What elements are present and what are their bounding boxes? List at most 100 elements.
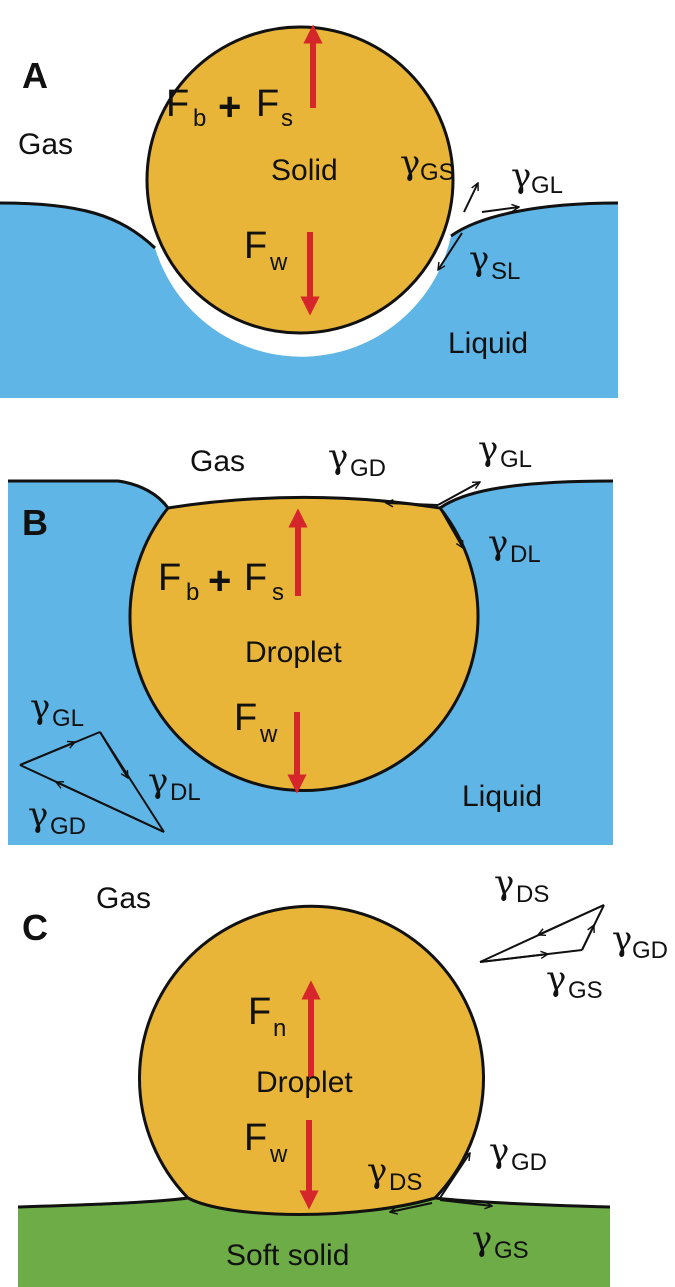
svg-text:GS: GS — [420, 159, 455, 186]
svg-text:b: b — [193, 105, 206, 132]
force-down-label: F w — [244, 225, 288, 276]
svg-text:γ: γ — [546, 959, 566, 999]
gamma-ds-label: γ DS — [367, 1151, 422, 1196]
svg-text:b: b — [186, 579, 199, 606]
gas-label: Gas — [190, 445, 245, 478]
svg-text:+: + — [218, 85, 241, 129]
svg-text:DS: DS — [389, 1169, 422, 1196]
svg-text:γ: γ — [494, 863, 514, 903]
svg-text:GL: GL — [52, 705, 84, 732]
svg-text:+: + — [208, 559, 231, 603]
svg-text:γ: γ — [367, 1151, 387, 1191]
gamma-dl-vector — [439, 507, 464, 548]
gamma-gd-label: γ GD — [328, 437, 386, 482]
svg-text:γ: γ — [612, 919, 632, 959]
gamma-gl-vector — [437, 481, 480, 506]
svg-text:γ: γ — [148, 761, 168, 801]
svg-text:F: F — [244, 1117, 267, 1159]
force-triangle — [479, 904, 605, 963]
force-up-label: F b + F s — [158, 557, 284, 606]
panel-b: B Gas Droplet Liquid F b + F s F w γ GD … — [8, 429, 614, 845]
gamma-gl-vector — [481, 207, 519, 213]
gamma-dl-label: γ DL — [488, 523, 541, 568]
svg-text:γ: γ — [472, 1219, 492, 1259]
svg-text:w: w — [269, 1141, 288, 1168]
svg-text:GD: GD — [511, 1149, 547, 1176]
force-triangle — [19, 731, 165, 833]
force-up-label: F b + F s — [166, 83, 293, 132]
svg-text:GL: GL — [500, 446, 532, 473]
svg-text:γ: γ — [488, 523, 508, 563]
triangle-gd-arrowhead — [581, 925, 595, 951]
svg-text:F: F — [234, 697, 257, 739]
triangle-gl-arrowhead — [19, 742, 75, 766]
svg-text:γ: γ — [30, 687, 50, 727]
gamma-gd-vector — [386, 503, 439, 505]
triangle-gd-label: γ GD — [28, 795, 86, 840]
svg-text:F: F — [256, 83, 279, 125]
gamma-gd-vector — [439, 1153, 470, 1199]
triangle-dl-label: γ DL — [148, 761, 201, 806]
liquid-region — [0, 203, 618, 398]
svg-text:GL: GL — [531, 172, 563, 199]
svg-text:F: F — [248, 991, 271, 1033]
gamma-sl-label: γ SL — [469, 239, 520, 285]
svg-text:w: w — [259, 721, 278, 748]
panel-a: A Gas Solid Liquid F b + F s F w γ GS γ … — [0, 24, 619, 398]
svg-text:GS: GS — [494, 1237, 529, 1264]
svg-text:n: n — [273, 1015, 286, 1042]
body-label: Droplet — [245, 636, 342, 669]
substrate-region — [18, 1198, 610, 1287]
svg-text:DS: DS — [516, 881, 549, 908]
gamma-gl-label: γ GL — [478, 429, 532, 473]
gamma-gl-label: γ GL — [511, 156, 563, 199]
svg-text:γ: γ — [469, 239, 489, 279]
triangle-gs-label: γ GS — [546, 959, 603, 1004]
liquid-label: Liquid — [462, 780, 542, 813]
force-up-label: F n — [248, 991, 286, 1042]
triangle-dl-arrowhead — [99, 731, 129, 778]
triangle-gl-label: γ GL — [30, 687, 84, 732]
svg-text:γ: γ — [328, 437, 348, 477]
triangle-gs-arrowhead — [479, 954, 548, 963]
triangle-gd-arrowhead — [56, 782, 165, 833]
svg-text:F: F — [166, 83, 189, 125]
svg-text:γ: γ — [478, 429, 498, 469]
svg-text:GS: GS — [568, 977, 603, 1004]
svg-text:SL: SL — [491, 258, 520, 285]
solid-particle — [145, 25, 455, 335]
svg-text:GD: GD — [50, 813, 86, 840]
panel-c: C Gas Droplet Soft solid F n F w γ DS γ … — [17, 863, 668, 1287]
body-label: Solid — [271, 154, 338, 187]
svg-text:GD: GD — [632, 937, 668, 964]
svg-text:γ: γ — [28, 795, 48, 835]
svg-text:s: s — [281, 105, 293, 132]
gamma-gs-label: γ GS — [400, 143, 455, 186]
svg-text:F: F — [244, 225, 267, 267]
svg-text:s: s — [272, 579, 284, 606]
svg-text:DL: DL — [170, 779, 201, 806]
force-down-label: F w — [234, 697, 278, 748]
gas-label: Gas — [18, 128, 73, 161]
gamma-sl-vector — [438, 232, 463, 270]
triangle-ds-arrowhead — [538, 904, 605, 935]
svg-text:w: w — [269, 249, 288, 276]
svg-text:GD: GD — [350, 455, 386, 482]
gamma-gs-vector — [439, 1199, 492, 1206]
svg-text:F: F — [158, 557, 181, 599]
gamma-gd-label: γ GD — [489, 1131, 547, 1176]
gas-label: Gas — [96, 882, 151, 915]
svg-text:γ: γ — [400, 143, 420, 183]
svg-text:DL: DL — [510, 541, 541, 568]
triangle-gd-label: γ GD — [612, 919, 668, 964]
liquid-surface — [8, 479, 614, 510]
liquid-label: Liquid — [448, 327, 528, 360]
substrate-surface — [17, 1196, 611, 1209]
body-label: Droplet — [256, 1066, 353, 1099]
svg-text:F: F — [244, 557, 267, 599]
gamma-gs-label: γ GS — [472, 1219, 529, 1264]
svg-text:γ: γ — [511, 156, 531, 196]
substrate-label: Soft solid — [226, 1239, 349, 1272]
panel-letter: B — [22, 502, 48, 543]
